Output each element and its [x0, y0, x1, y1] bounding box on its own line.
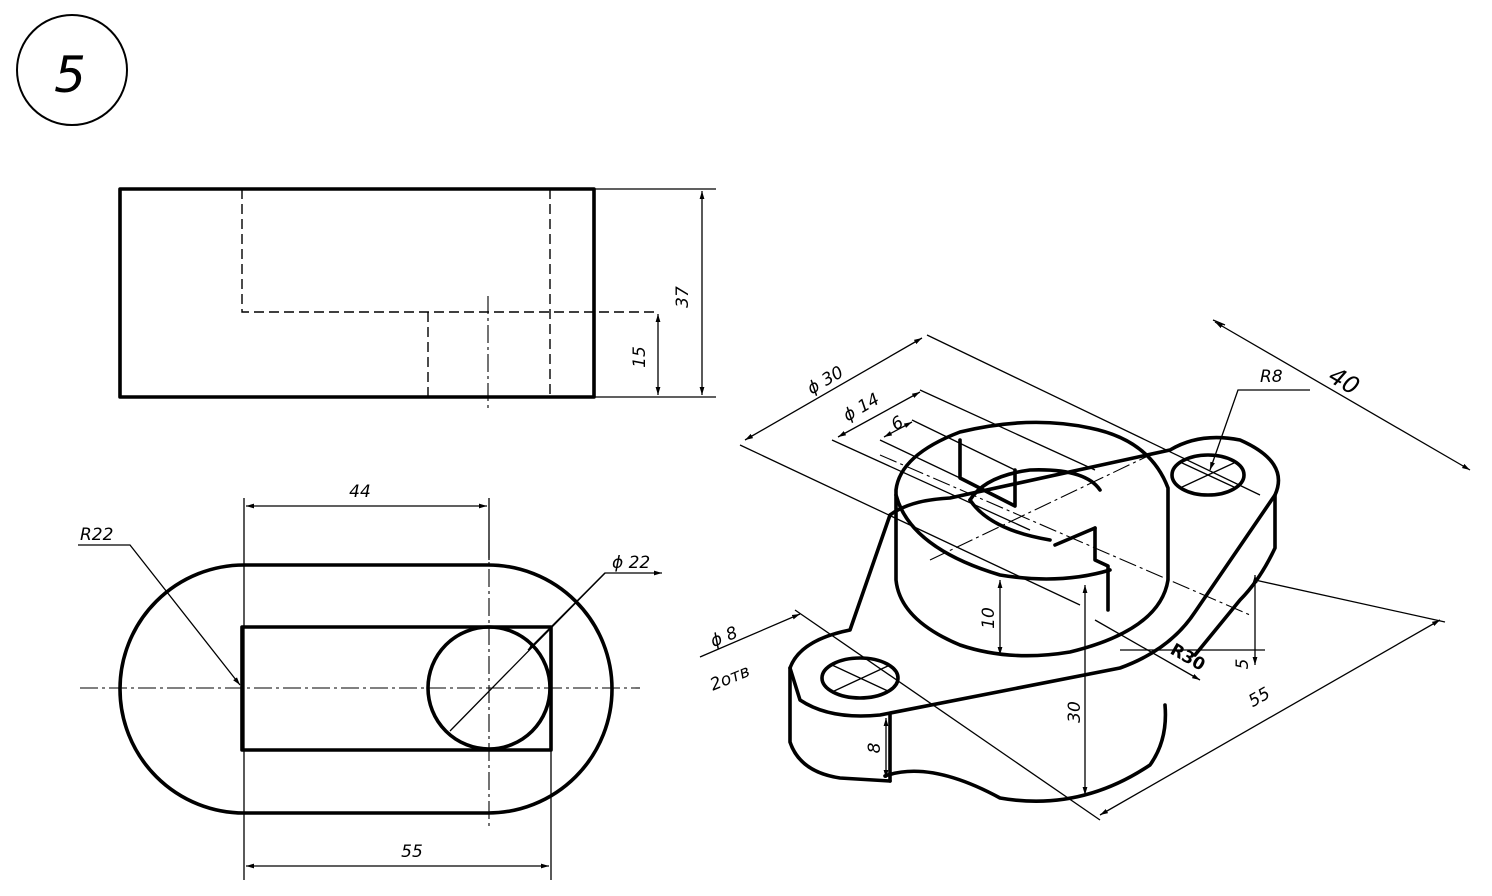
leader-phi8 [699, 613, 801, 658]
base-plate-top [788, 435, 1281, 718]
boss-slot-right [1093, 526, 1110, 612]
dim-boss-height: 10 [979, 607, 999, 629]
sheet-number: 5 [54, 46, 86, 104]
leader-r8 [1209, 389, 1310, 471]
base-lower-arc [883, 703, 1168, 804]
sheet-number-badge: 5 [16, 14, 128, 126]
dim-slot-width: 6 [888, 412, 908, 435]
dim-base-thickness: 8 [865, 742, 885, 753]
dim-ear-radius: R8 [1260, 367, 1283, 387]
leader-phi22 [449, 570, 662, 732]
dim-hole-count: 2отв [707, 661, 753, 695]
dim-radius: R22 [80, 525, 113, 545]
dim-length-inner: 44 [349, 482, 371, 502]
front-view-outline [118, 187, 596, 399]
hidden-line-upper [241, 189, 658, 313]
front-view: 37 15 [118, 187, 716, 408]
dim-diameter: ϕ 22 [612, 553, 650, 573]
leader-r22 [78, 544, 241, 686]
base-ear-right-face [1193, 493, 1277, 657]
boss-bore [968, 468, 1102, 502]
dim-height-step: 15 [630, 346, 650, 368]
dim-line-6 [883, 421, 913, 438]
hole-left [820, 656, 900, 700]
dim-length: 55 [1245, 684, 1274, 712]
boss-cylinder [894, 420, 1170, 658]
top-view: 44 55 R22 ϕ 22 [78, 482, 662, 880]
dim-line-phi30 [744, 337, 923, 441]
hole-right [1170, 453, 1246, 497]
isometric-view: ϕ 30 ϕ 14 6 40 R8 ϕ 8 2отв 10 30 8 R30 5… [699, 319, 1471, 821]
dim-line-phi14 [837, 391, 921, 438]
dim-bore-diameter: ϕ 14 [840, 389, 883, 425]
dim-total-height: 30 [1065, 701, 1085, 723]
boss-slot-left [958, 438, 1017, 508]
top-view-outline [118, 563, 614, 815]
dim-line-55-iso [1099, 619, 1441, 816]
dim-hole-diameter: ϕ 8 [708, 623, 741, 652]
base-ear-left-face [788, 666, 892, 783]
dim-width: 40 [1324, 361, 1364, 401]
dim-line-40 [1214, 321, 1471, 471]
dim-height-total: 37 [673, 286, 693, 308]
dim-length-total: 55 [401, 842, 423, 862]
dim-offset: 5 [1233, 659, 1253, 670]
